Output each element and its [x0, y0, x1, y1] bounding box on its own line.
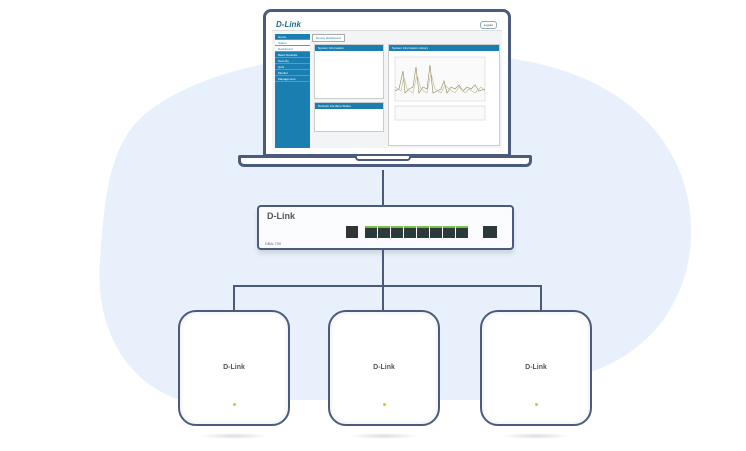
network-switch: D-Link DBA-700: [257, 205, 514, 250]
dlink-logo: D-Link: [276, 20, 301, 29]
tab-device-dashboard[interactable]: Device Dashboard: [312, 34, 345, 42]
sidebar-item-dashboard[interactable]: Dashboard: [275, 46, 310, 52]
sidebar-item-management[interactable]: Management: [275, 76, 310, 82]
panel-title: Network Interface Status: [315, 103, 383, 109]
panel-title: System Information History: [389, 45, 499, 51]
sidebar-item-security[interactable]: Security: [275, 58, 310, 64]
history-panel: System Information History: [388, 44, 500, 146]
sidebar-item-home[interactable]: Home: [275, 34, 310, 40]
connector-line: [540, 285, 542, 311]
sfp-port: [483, 226, 497, 238]
switch-logo: D-Link: [267, 211, 295, 221]
history-chart: [394, 56, 486, 121]
access-point: D-Link: [480, 310, 592, 426]
sidebar: Home Status Dashboard Basic Network Secu…: [275, 34, 310, 148]
ethernet-port: [404, 226, 416, 238]
switch-model: DBA-700: [265, 241, 282, 246]
dashboard-header: D-Link Logout: [272, 18, 502, 31]
ethernet-port: [365, 226, 377, 238]
connector-line: [382, 250, 384, 286]
ethernet-port: [391, 226, 403, 238]
ap-logo: D-Link: [373, 364, 395, 371]
sidebar-item-basic-network[interactable]: Basic Network: [275, 52, 310, 58]
panel-title: System Information: [315, 45, 383, 51]
console-port: [346, 226, 358, 238]
system-info-panel: System Information: [314, 44, 384, 99]
ethernet-port: [430, 226, 442, 238]
ethernet-port: [378, 226, 390, 238]
access-point: D-Link: [178, 310, 290, 426]
ap-logo: D-Link: [223, 364, 245, 371]
connector-line: [233, 285, 235, 311]
laptop-screen: D-Link Logout Home Status Dashboard Basi…: [263, 9, 511, 157]
connector-line: [233, 285, 542, 287]
laptop-notch: [355, 156, 411, 161]
ap-shadow: [349, 433, 419, 439]
access-point: D-Link: [328, 310, 440, 426]
ap-shadow: [501, 433, 571, 439]
connector-line: [382, 285, 384, 311]
logout-button[interactable]: Logout: [479, 21, 497, 29]
led-indicator: [383, 403, 386, 406]
network-status-panel: Network Interface Status: [314, 102, 384, 132]
dashboard-ui: D-Link Logout Home Status Dashboard Basi…: [272, 18, 502, 148]
sidebar-item-qos[interactable]: QoS: [275, 64, 310, 70]
connector-line: [382, 170, 384, 205]
led-indicator: [233, 403, 236, 406]
ethernet-port: [443, 226, 455, 238]
ethernet-port: [417, 226, 429, 238]
content-area: Device Dashboard System Information Netw…: [312, 34, 500, 148]
led-indicator: [535, 403, 538, 406]
ethernet-port: [456, 226, 468, 238]
sidebar-item-status[interactable]: Status: [275, 40, 310, 46]
ap-logo: D-Link: [525, 364, 547, 371]
sidebar-item-monitor[interactable]: Monitor: [275, 70, 310, 76]
ap-shadow: [199, 433, 269, 439]
